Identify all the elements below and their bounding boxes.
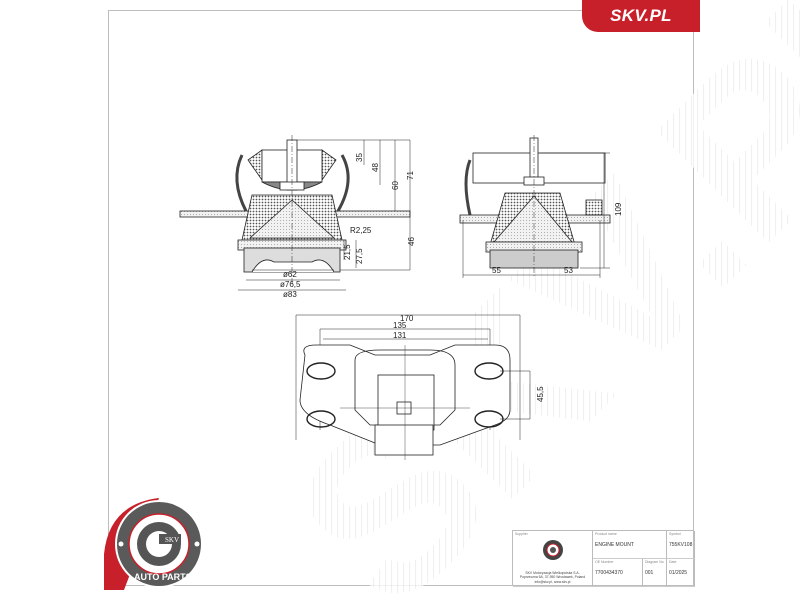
stamp-bottom-text: AUTO PARTS (134, 572, 192, 582)
svg-text:109: 109 (614, 202, 623, 216)
product-name-cell: Product name ENGINE MOUNT (593, 531, 667, 559)
top-view (295, 314, 531, 460)
svg-text:131: 131 (393, 331, 407, 340)
oe-number-cell: OE Number 7700434370 (593, 559, 643, 587)
diagram-no-label: Diagram No (645, 560, 664, 564)
svg-text:SKV.PL: SKV.PL (246, 0, 800, 600)
title-block: Supplier SKV Motoryzacja Wielkopolska S.… (512, 530, 695, 587)
svg-text:48: 48 (371, 163, 380, 172)
svg-text:135: 135 (393, 321, 407, 330)
svg-text:35: 35 (355, 153, 364, 162)
date-cell: Date 01/2025 (667, 559, 695, 587)
side-view (179, 135, 411, 291)
svg-text:ø83: ø83 (283, 290, 297, 299)
company-name: SKV Motoryzacja Wielkopolska S.A. (525, 570, 580, 575)
date-value: 01/2025 (669, 570, 688, 576)
supplier-cell: Supplier SKV Motoryzacja Wielkopolska S.… (513, 531, 593, 587)
company-address: Poprzeczna 5A, 37-950 Wrocławek, Poland (519, 575, 586, 579)
supplier-logo-icon (543, 540, 563, 560)
date-label: Date (669, 560, 677, 564)
svg-text:ø62: ø62 (283, 270, 297, 279)
company-contact: info@skv.pl, www.skv.pl (534, 579, 571, 584)
svg-text:170: 170 (400, 314, 414, 323)
svg-text:ø76,5: ø76,5 (280, 280, 301, 289)
product-name-value: ENGINE MOUNT (595, 542, 634, 548)
svg-text:21,5: 21,5 (343, 244, 352, 260)
symbol-cell: Symbol 755KV108 (667, 531, 695, 559)
brand-logo[interactable]: SKV.PL (582, 0, 700, 32)
svg-text:R2,25: R2,25 (350, 226, 372, 235)
product-name-label: Product name (595, 532, 617, 536)
front-view-dimensions: 109 55 53 (492, 202, 623, 275)
diagram-no-value: 001 (645, 570, 654, 576)
svg-text:71: 71 (406, 171, 415, 180)
svg-text:60: 60 (391, 181, 400, 190)
supplier-label: Supplier (515, 532, 528, 536)
oe-number-value: 7700434370 (595, 570, 623, 576)
top-view-dimensions: 170 135 131 45,5 (393, 314, 545, 402)
watermark: SKV.PL (246, 0, 800, 600)
svg-text:55: 55 (492, 266, 501, 275)
drawing-frame (108, 10, 694, 586)
symbol-value: 755KV108 (669, 542, 693, 548)
front-view (459, 135, 611, 278)
svg-text:53: 53 (564, 266, 573, 275)
svg-text:27,5: 27,5 (355, 248, 364, 264)
stamp-center-text: SKV (165, 536, 179, 544)
svg-text:46: 46 (407, 237, 416, 246)
auto-parts-stamp: SKV AUTO PARTS (104, 498, 203, 590)
side-view-dimensions: 35 48 60 71 46 R2,25 21,5 27,5 ø62 ø76,5… (280, 153, 416, 299)
diagram-no-cell: Diagram No 001 (643, 559, 667, 587)
oe-number-label: OE Number (595, 560, 614, 564)
svg-text:45,5: 45,5 (536, 386, 545, 402)
symbol-label: Symbol (669, 532, 681, 536)
brand-label: SKV.PL (610, 6, 672, 25)
